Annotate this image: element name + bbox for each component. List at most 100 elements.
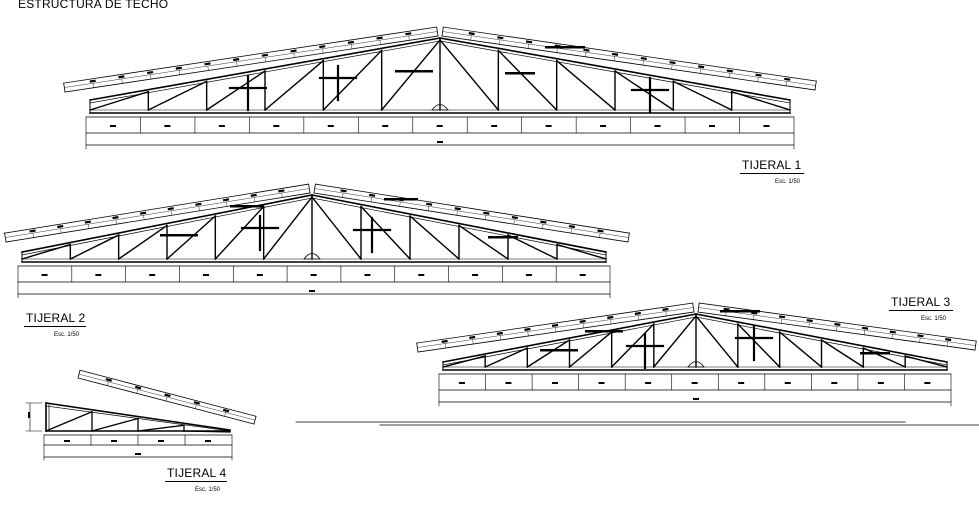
truss-3-roof-left-tick <box>665 311 667 317</box>
truss-1-dimension-text <box>491 125 498 127</box>
truss-3-roof-left-tick <box>527 331 529 337</box>
truss-2-roof-right-tick <box>399 201 401 207</box>
truss-3-roof-left-tick <box>582 323 584 329</box>
truss-1-label-underline <box>740 173 804 174</box>
truss-3-top-chord-right <box>695 313 948 363</box>
truss-1-gusset-plate <box>431 104 449 111</box>
reference-lines <box>295 421 979 426</box>
truss-2-roof-right-mid-line <box>314 188 629 238</box>
truss-4-dimension-text <box>64 440 70 442</box>
truss-1-roof-left-purlin-mark <box>405 32 412 36</box>
truss-2-roof-left-purlin-mark <box>222 198 230 202</box>
truss-2-dimension-text <box>364 274 371 276</box>
truss-2-diagonal-web <box>409 215 460 260</box>
truss-2-roof-left-end-cap <box>308 183 311 194</box>
truss-1-roof-left-purlin-mark <box>175 66 182 70</box>
truss-1-dimension-text <box>709 125 715 127</box>
truss-2-label-underline <box>24 326 86 327</box>
truss-2-diagonal-web <box>21 243 72 260</box>
truss-1-roof-left-purlin-mark <box>290 49 297 53</box>
truss-1-roof-left-tick <box>121 78 123 84</box>
truss-2-roof-left-purlin-mark <box>278 189 285 193</box>
truss-1-dimension-text <box>109 125 116 127</box>
truss-1-roof-left-tick <box>379 39 381 45</box>
truss-4-overall-dimension-text <box>135 453 141 455</box>
truss-3-label-bar <box>720 310 760 313</box>
truss-2-diagonal-web <box>214 205 265 260</box>
truss-2-roof-left-inner-line <box>5 192 311 243</box>
truss-1-roof-left-tick <box>150 74 152 80</box>
truss-4-diagonal-web <box>45 410 93 432</box>
truss-1-roof-right-outer-line <box>442 26 817 82</box>
truss-1-roof-left-purlin-mark <box>347 40 355 44</box>
truss-1-label-bar <box>545 46 585 49</box>
truss-4-diagonal-web <box>91 417 139 432</box>
truss-4-roof-purlin-mark <box>134 385 142 390</box>
truss-3-roof-left-end-cap <box>692 302 695 313</box>
truss-1-dimension-text <box>436 125 443 127</box>
truss-1-roof-left-purlin-mark <box>261 53 268 57</box>
truss-1-diagonal-web <box>147 80 208 111</box>
truss-1-roof-left-tick <box>351 44 353 50</box>
truss-2 <box>4 183 630 299</box>
truss-3-scale: Esc. 1/50 <box>921 316 947 322</box>
truss-2-roof-left-tick <box>281 192 283 198</box>
truss-1-roof-left-end-cap <box>63 82 66 93</box>
truss-2-roof-left-purlin-mark <box>57 224 64 229</box>
truss-4-dimension-text <box>205 440 211 442</box>
truss-4 <box>25 369 257 461</box>
truss-2-roof-left-tick <box>253 197 255 203</box>
truss-4-top-chord <box>45 402 231 431</box>
truss-2-diagonal-web <box>458 224 509 260</box>
truss-3-roof-right-purlin-mark <box>889 330 896 334</box>
truss-1-roof-right-tick <box>527 43 529 49</box>
truss-1-diagonal-web <box>89 90 150 111</box>
truss-2-roof-left-purlin-mark <box>167 207 174 211</box>
truss-4-roof-tick <box>224 412 226 417</box>
truss-1-roof-right-purlin-mark <box>698 65 705 69</box>
truss-1-roof-right-end-cap <box>814 80 817 91</box>
truss-1-roof-left-tick <box>178 70 180 75</box>
truss-2-roof-left-mid-line <box>5 188 310 238</box>
truss-2-dimension-text <box>418 274 425 276</box>
truss-1-dimension-text <box>600 125 607 127</box>
truss-3-roof-right-tick <box>753 314 755 320</box>
truss-4-roof-end-cap <box>77 369 81 379</box>
truss-1-roof-left-end-cap <box>436 26 439 37</box>
truss-1-roof-right-tick <box>470 35 472 41</box>
truss-2-dimension-text <box>525 274 532 276</box>
truss-3-diagonal-web <box>736 323 781 368</box>
truss-3-roof-right-tick <box>919 337 921 343</box>
truss-1-roof-right-purlin-mark <box>669 61 676 65</box>
truss-2-roof-left-purlin-mark <box>112 216 119 220</box>
truss-3-diagonal-web <box>568 331 613 368</box>
truss-1-label-bar <box>505 72 535 75</box>
truss-1-roof-right-tick <box>642 60 644 66</box>
truss-2-roof-left-purlin-mark <box>139 211 147 215</box>
truss-1-top-chord-right <box>439 37 791 101</box>
truss-1-dimension-text <box>382 125 389 127</box>
truss-2-roof-left-tick <box>170 210 173 216</box>
truss-4-vertical-dimension-text <box>28 412 30 418</box>
truss-1-roof-right-tick <box>700 68 702 74</box>
truss-1-roof-left-mid-line <box>64 31 438 88</box>
truss-3-top-chord-left <box>442 313 697 363</box>
truss-1-dimension-text <box>654 125 661 127</box>
truss-3-diagonal-web <box>778 331 823 368</box>
truss-2-diagonal-web <box>262 196 313 260</box>
truss-1-dimension-text <box>218 125 225 127</box>
truss-4-label-underline <box>165 481 227 482</box>
truss-3-dimension-text <box>552 382 558 384</box>
truss-1-diagonal-web <box>730 90 791 111</box>
truss-2-diagonal-web <box>311 196 362 260</box>
truss-3-roof-left-tick <box>472 339 474 345</box>
truss-2-roof-right-tick <box>542 223 544 229</box>
truss-3-diagonal-web <box>526 339 571 368</box>
truss-2-roof-left-tick <box>115 219 117 225</box>
truss-1-roof-right-tick <box>556 47 558 53</box>
truss-2-roof-right-tick <box>370 197 373 203</box>
truss-3-dimension-text <box>738 382 745 384</box>
truss-2-roof-left-tick <box>60 228 62 234</box>
truss-1-roof-right-purlin-mark <box>497 36 504 40</box>
truss-1-dimension-text <box>273 125 280 127</box>
